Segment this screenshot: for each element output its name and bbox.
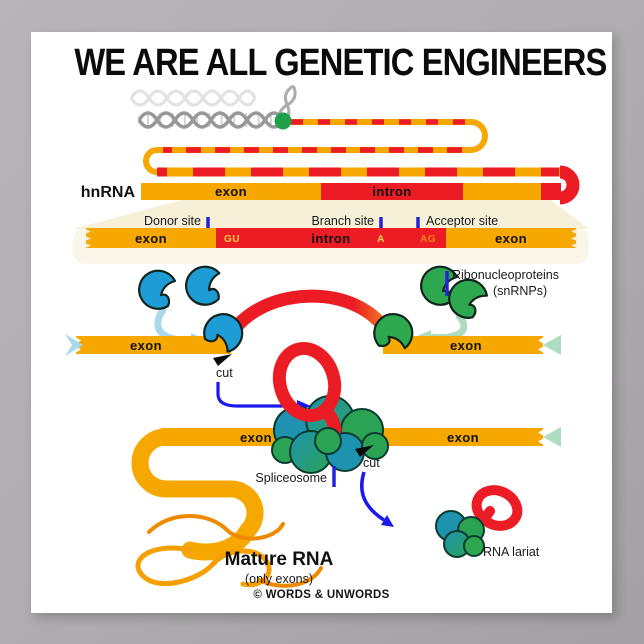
dna-helix-ghost <box>129 89 257 107</box>
cut-label-2: cut <box>363 456 380 470</box>
torn-edge-notch <box>538 429 544 436</box>
zoom-exon-right-label: exon <box>495 231 527 246</box>
mature-rna-tangle-2 <box>147 514 285 541</box>
poster-title-text: WE ARE ALL GENETIC ENGINEERS <box>74 42 607 84</box>
mature-rna-note: (only exons) <box>245 572 313 586</box>
zoom-intron <box>216 228 446 248</box>
splice-site-callouts: Donor site Branch site Acceptor site <box>144 214 498 230</box>
cut-arrow-2 <box>359 471 385 522</box>
zoom-exon-left <box>86 228 216 248</box>
lariat-snrnp-blob <box>435 510 485 558</box>
torn-edge-notch <box>85 236 91 241</box>
intron-arch <box>220 289 396 349</box>
ligation-exon-left-label: exon <box>240 430 272 445</box>
branch-site-label: Branch site <box>311 214 374 228</box>
snrnp-label-line2: (snRNPs) <box>493 284 547 298</box>
pale-blue-arrow <box>154 306 195 344</box>
snrnp-row: exon exon Ribonucleoproteins (snRNPs) <box>65 262 561 356</box>
credit-line: © WORDS & UNWORDS <box>253 589 390 601</box>
donor-site-label: Donor site <box>144 214 201 228</box>
ligation-exon-right-label: exon <box>447 430 479 445</box>
cut-flag-icon <box>213 354 232 366</box>
torn-edge-notch <box>538 438 544 445</box>
splicing-exon-left-label: exon <box>130 338 162 353</box>
spliceosome-label: Spliceosome <box>255 471 327 485</box>
dna-helix <box>129 84 297 129</box>
cut-arrow-1 <box>216 382 297 408</box>
poster-title: WE ARE ALL GENETIC ENGINEERS <box>31 42 612 85</box>
spliceosome-front-lobe <box>314 427 342 455</box>
torn-edge-notch <box>538 337 544 344</box>
torn-edge-notch <box>571 236 577 241</box>
mature-rna-tangle-3 <box>257 566 323 588</box>
ligation-row: exon exon Spliceosome <box>131 341 561 588</box>
spliceosome-blob <box>271 395 389 474</box>
dna-strand-2 <box>137 111 285 129</box>
snrnp-label-line1: Ribonucleoproteins <box>452 268 559 282</box>
hnrna-intron-label: intron <box>372 184 411 199</box>
torn-edge-notch <box>85 243 91 248</box>
hnrna-exon-segment-2 <box>463 183 541 200</box>
splicing-exon-right-bar <box>383 336 543 354</box>
torn-edge-notch <box>571 229 577 234</box>
hnrna-intron-segment <box>321 183 463 200</box>
hnrna-exon-label: exon <box>215 184 247 199</box>
hnrna-exon-segment <box>141 183 321 200</box>
donor-signal-gu: GU <box>224 234 240 245</box>
right-triangle-marker-2 <box>543 427 561 447</box>
splicing-diagram: hnRNA exon intron Donor site Branch site… <box>65 84 589 588</box>
left-chevron-marker <box>65 334 83 356</box>
pale-green-arrow <box>427 312 468 342</box>
torn-edge-notch <box>538 346 544 353</box>
cut-arrowhead-2 <box>381 515 394 527</box>
splicing-exon-left-bar <box>76 336 231 354</box>
cut-label-1: cut <box>216 366 233 380</box>
poster: WE ARE ALL GENETIC ENGINEERS <box>31 32 612 613</box>
torn-edge-notch <box>85 229 91 234</box>
zoom-exon-right <box>446 228 576 248</box>
lariat-small-ring <box>471 485 523 531</box>
pre-mrna-u-turn <box>559 165 580 205</box>
hnrna-bar-end <box>541 183 561 200</box>
lariat-loop-ring <box>272 341 342 423</box>
splicing-exon-right-label: exon <box>450 338 482 353</box>
right-triangle-marker <box>543 335 561 355</box>
lariat-neck <box>318 403 342 437</box>
first-cut: cut <box>213 354 311 412</box>
ligation-exon-right-bar <box>371 428 543 446</box>
branch-signal-a: A <box>377 234 385 245</box>
acceptor-signal-ag: AG <box>420 234 436 245</box>
mature-rna-curve <box>131 428 290 561</box>
magnified-bar: exon GU intron A AG exon <box>85 228 577 248</box>
zoom-highlight-trapezoid <box>73 200 589 229</box>
snrnp-blue-1 <box>138 269 177 310</box>
intron-lariat-loop <box>272 341 342 455</box>
zoom-exon-left-label: exon <box>135 231 167 246</box>
rna-lariat-group: RNA lariat <box>435 485 540 559</box>
acceptor-site-label: Acceptor site <box>426 214 498 228</box>
mature-rna-tangle-1 <box>135 545 272 588</box>
cut-flag-icon-2 <box>355 445 374 457</box>
mature-rna-label: Mature RNA <box>225 549 334 570</box>
zoom-intron-label: intron <box>311 231 350 246</box>
pre-mrna-line-upper <box>143 119 488 175</box>
hnrna-bar: hnRNA exon intron <box>81 183 561 201</box>
rna-lariat-label: RNA lariat <box>483 545 540 559</box>
snrnp-blue-2 <box>180 262 228 310</box>
torn-edge-notch <box>571 243 577 248</box>
rna-polymerase-dot <box>274 112 292 130</box>
hnrna-label: hnRNA <box>81 184 136 201</box>
pre-mrna-strand <box>143 119 580 205</box>
